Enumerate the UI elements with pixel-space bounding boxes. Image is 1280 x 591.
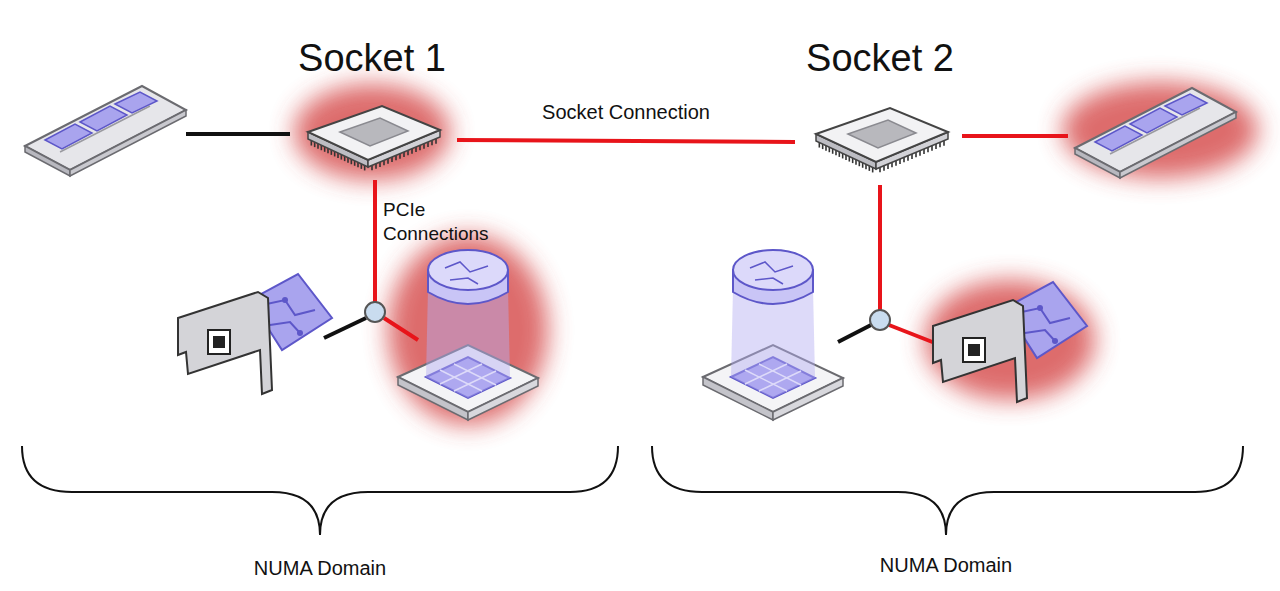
cpu-socket: Socket 2: [795, 36, 965, 186]
bus-label: PCIe Connections: [383, 198, 508, 246]
edge-label: Socket Connection: [542, 100, 710, 124]
cpu-chip: [290, 92, 455, 187]
cpu-chip: [798, 94, 963, 189]
domain-label: NUMA Domain: [254, 556, 386, 580]
socket-title: Socket 1: [287, 36, 457, 80]
domain-label: NUMA Domain: [880, 553, 1012, 577]
cpu-socket: Socket 1: [287, 36, 457, 184]
socket-title: Socket 2: [795, 36, 965, 80]
socket-link: [457, 140, 795, 142]
